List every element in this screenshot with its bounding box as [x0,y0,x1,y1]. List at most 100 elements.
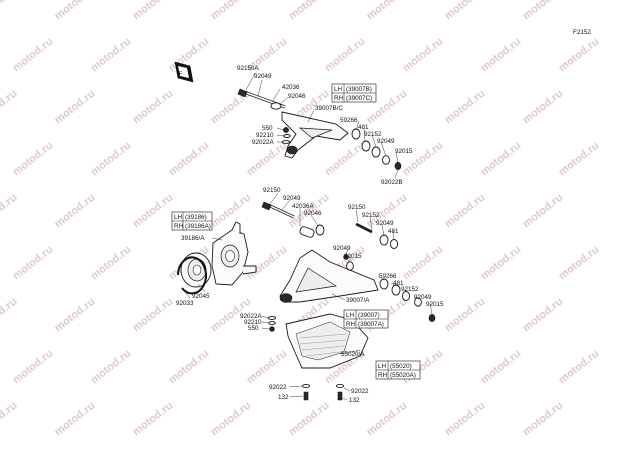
label-39007B-C: 39007B/C [315,105,343,112]
front-direction-icon: F [174,61,194,83]
lh-part-number: (39007) [358,312,380,319]
watermark-text: motod.ru [400,36,445,75]
lh-tag: LH [346,312,355,319]
watermark-text: motod.ru [88,36,133,75]
watermark-text: motod.ru [10,140,55,179]
watermark-text: motod.ru [364,0,409,22]
watermark-text: motod.ru [130,192,175,231]
ball-joint-lower [279,293,293,303]
watermark-text: motod.ru [520,192,565,231]
label-92033: 92033 [176,300,194,307]
side-box-upper-arm: LH (39007B) RH (39007C) [331,83,377,103]
watermark-text: motod.ru [166,348,211,387]
watermark-text: motod.ru [10,348,55,387]
label-92049: 92049 [283,195,301,202]
watermark-text: motod.ru [208,192,253,231]
label-92022B: 92022B [381,179,403,186]
watermark-text: motod.ru [88,140,133,179]
label-42036A: 42036A [292,203,315,210]
label-550: 550 [248,325,259,332]
rh-tag: RH [346,321,356,328]
leader-lines [181,72,433,401]
rh-tag: RH [334,95,344,102]
watermark-text: motod.ru [0,192,19,231]
watermark-text: motod.ru [0,88,19,127]
watermark-text: motod.ru [286,0,331,22]
watermark-text: motod.ru [10,244,55,283]
lh-part-number: (39007B) [346,86,372,93]
watermark-text: motod.ru [88,348,133,387]
label-39007-A: 39007/A [346,297,370,304]
watermark-text: motod.ru [442,192,487,231]
watermark-text: motod.ru [52,192,97,231]
watermark-text: motod.ru [478,36,523,75]
watermark-text: motod.ru [556,348,601,387]
label-92046: 92046 [304,210,322,217]
rh-part-number: (55020A) [390,372,416,379]
label-92049: 92049 [376,220,394,227]
label-92022A: 92022A [252,139,275,146]
lower-a-arm [279,249,379,303]
watermark-text: motod.ru [166,140,211,179]
label-92045: 92045 [192,293,210,300]
bushing-part [270,102,282,110]
label-92022: 92022 [351,388,369,395]
label-92150: 92150 [348,204,366,211]
watermark-text: motod.ru [130,0,175,22]
watermark-text: motod.ru [244,244,289,283]
label-92049: 92049 [254,73,272,80]
watermark-text: motod.ru [400,140,445,179]
watermark-text: motod.ru [130,400,175,439]
label-92150A: 92150A [237,65,260,72]
watermark-text: motod.ru [52,296,97,335]
watermark-text: motod.ru [208,400,253,439]
watermark-text: motod.ru [556,244,601,283]
lh-part-number: (39186) [185,214,207,221]
watermark-text: motod.ru [520,296,565,335]
label-481: 481 [393,280,404,287]
rh-tag: RH [378,372,388,379]
label-39186-A: 39186/A [181,235,205,242]
label-92210: 92210 [244,319,262,326]
label-92049: 92049 [414,294,432,301]
label-92150: 92150 [263,187,281,194]
label-481: 481 [388,228,399,235]
watermark-text: motod.ru [322,140,367,179]
watermark-text: motod.ru [478,140,523,179]
label-59266: 59266 [340,117,358,124]
watermark-text: motod.ru [0,296,19,335]
watermark-text: motod.ru [442,0,487,22]
lh-tag: LH [378,363,387,370]
label-92015: 92015 [344,253,362,260]
lh-tag: LH [334,86,343,93]
rh-tag: RH [174,223,184,230]
watermark-text: motod.ru [442,88,487,127]
watermark-text: motod.ru [442,296,487,335]
label-92152: 92152 [401,286,419,293]
label-92022: 92022 [269,384,287,391]
label-92210: 92210 [256,132,274,139]
rh-part-number: (39007C) [346,95,372,102]
watermark-text: motod.ru [0,0,19,22]
label-59266: 59266 [379,273,397,280]
lh-tag: LH [174,214,183,221]
ball-joint-upper [286,145,298,155]
rh-part-number: (39186A) [185,223,211,230]
watermark-text: motod.ru [130,88,175,127]
watermark-text: motod.ru [400,244,445,283]
side-box-guard: LH (55020) RH (55020A) [375,360,421,380]
watermark-text: motod.ru [10,36,55,75]
watermark-text: motod.ru [556,140,601,179]
label-92046: 92046 [288,93,306,100]
lower-arm-assembly [261,201,436,322]
watermark-text: motod.ru [478,348,523,387]
watermark-text: motod.ru [442,400,487,439]
label-132: 132 [349,397,360,404]
watermark-text: motod.ru [52,0,97,22]
part-labels: 92150A 92049 42036 92046 39007B/C 550 92… [176,65,444,404]
label-92152: 92152 [362,212,380,219]
label-92022A: 92022A [240,313,263,320]
label-132: 132 [278,394,289,401]
side-box-lower-arm: LH (39007) RH (39007A) [343,309,389,329]
